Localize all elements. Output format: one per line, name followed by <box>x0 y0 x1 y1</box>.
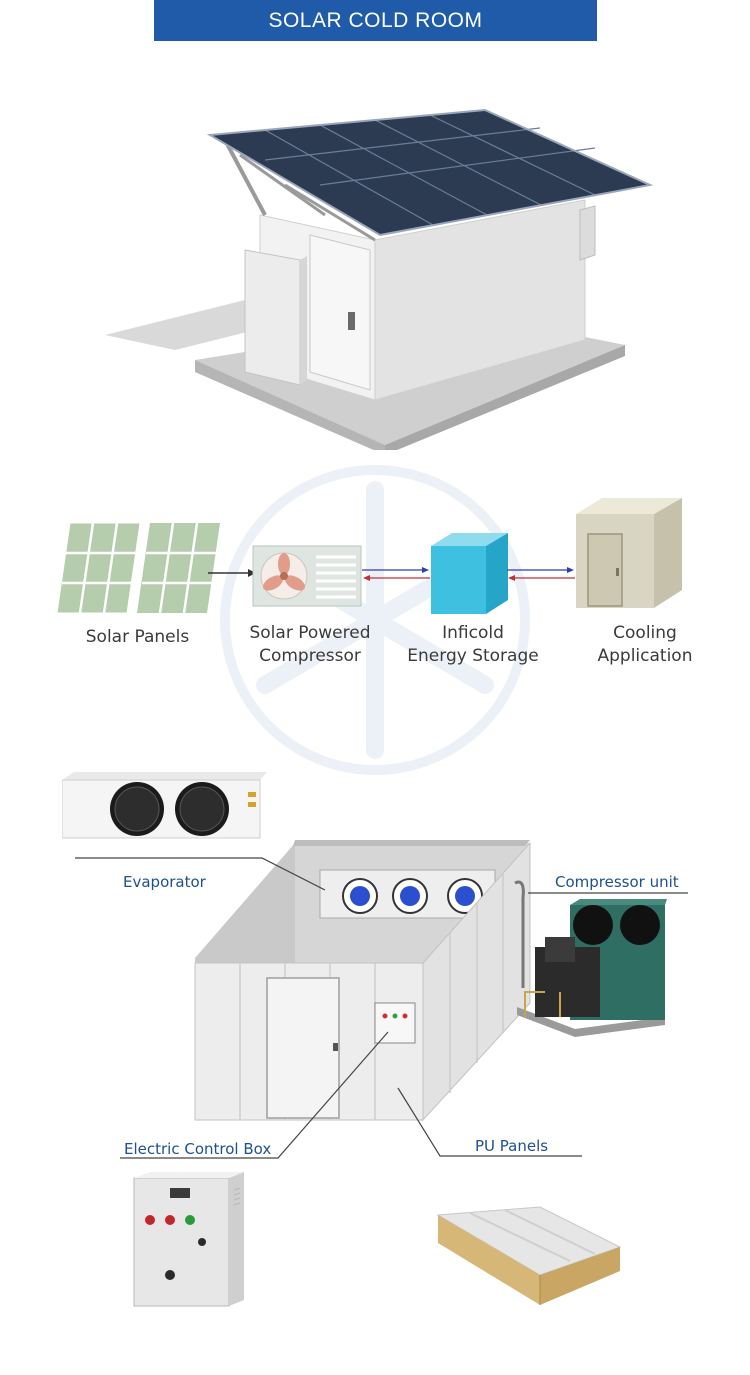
flow-label-line: Application <box>597 646 693 666</box>
solar-cold-room-image <box>95 100 655 450</box>
flow-label-cooling-application: Cooling Application <box>575 622 715 668</box>
flow-step-energy-storage <box>430 532 512 616</box>
page-title: SOLAR COLD ROOM <box>268 8 483 32</box>
flow-label-line: Solar Panels <box>85 627 190 647</box>
flow-label-line: Inficold <box>442 623 504 643</box>
callout-compressor-unit: Compressor unit <box>555 873 679 891</box>
flow-label-line: Solar Powered <box>249 623 371 643</box>
cold-room-assembly-image <box>185 838 535 1138</box>
flow-label-line: Cooling <box>613 623 677 643</box>
flow-step-solar-panels <box>55 518 225 618</box>
compressor-unit-image <box>515 897 670 1037</box>
page-title-banner: SOLAR COLD ROOM <box>154 0 597 41</box>
arrow-pair-2 <box>507 567 575 581</box>
arrow-pair-1 <box>362 567 430 581</box>
flow-label-line: Energy Storage <box>407 646 539 666</box>
flow-label-solar-panels: Solar Panels <box>55 626 220 649</box>
cold-room-box-icon <box>576 498 682 608</box>
flow-label-compressor: Solar Powered Compressor <box>235 622 385 668</box>
flow-step-cooling-application <box>574 496 686 610</box>
callout-electric-control-box: Electric Control Box <box>124 1140 272 1158</box>
solar-panels-icon <box>56 522 220 614</box>
flow-label-line: Compressor <box>259 646 361 666</box>
evaporator-image <box>62 772 267 842</box>
flow-step-compressor <box>252 545 362 607</box>
electric-control-box-image <box>132 1170 247 1310</box>
flow-label-energy-storage: Inficold Energy Storage <box>398 622 548 668</box>
energy-storage-cube-icon <box>431 533 508 614</box>
compressor-icon <box>252 545 362 607</box>
arrow-forward-1 <box>208 569 256 577</box>
watermark-snowflake-icon <box>185 460 565 780</box>
callout-evaporator: Evaporator <box>123 873 206 891</box>
pu-panels-image <box>430 1205 625 1315</box>
callout-pu-panels: PU Panels <box>475 1137 549 1155</box>
